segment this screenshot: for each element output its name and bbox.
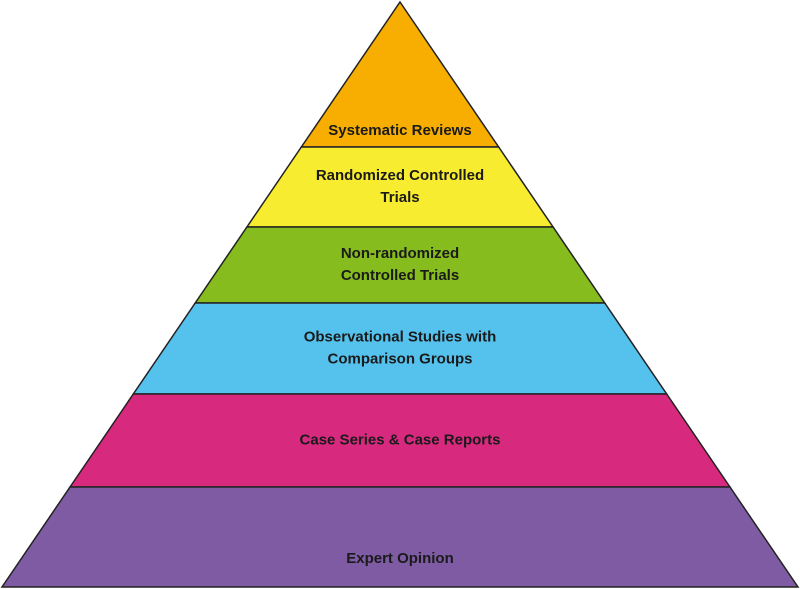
level-label-expert-opinion: Expert Opinion [346, 550, 454, 567]
level-label-non-randomized-controlled-trials-line-2: Controlled Trials [341, 267, 459, 284]
level-expert-opinion [0, 486, 800, 588]
level-label-observational-studies-line-1: Observational Studies with [304, 328, 497, 345]
level-label-randomized-controlled-trials-line-1: Randomized Controlled [316, 167, 484, 184]
level-label-randomized-controlled-trials-line-2: Trials [380, 189, 419, 206]
level-label-non-randomized-controlled-trials-line-1: Non-randomized [341, 245, 459, 262]
level-observational-studies [131, 302, 669, 395]
level-label-systematic-reviews: Systematic Reviews [328, 122, 471, 139]
level-randomized-controlled-trials [245, 146, 555, 228]
level-label-observational-studies-line-2: Comparison Groups [327, 350, 472, 367]
level-non-randomized-controlled-trials [193, 226, 607, 304]
level-label-case-series-case-reports: Case Series & Case Reports [300, 431, 501, 448]
